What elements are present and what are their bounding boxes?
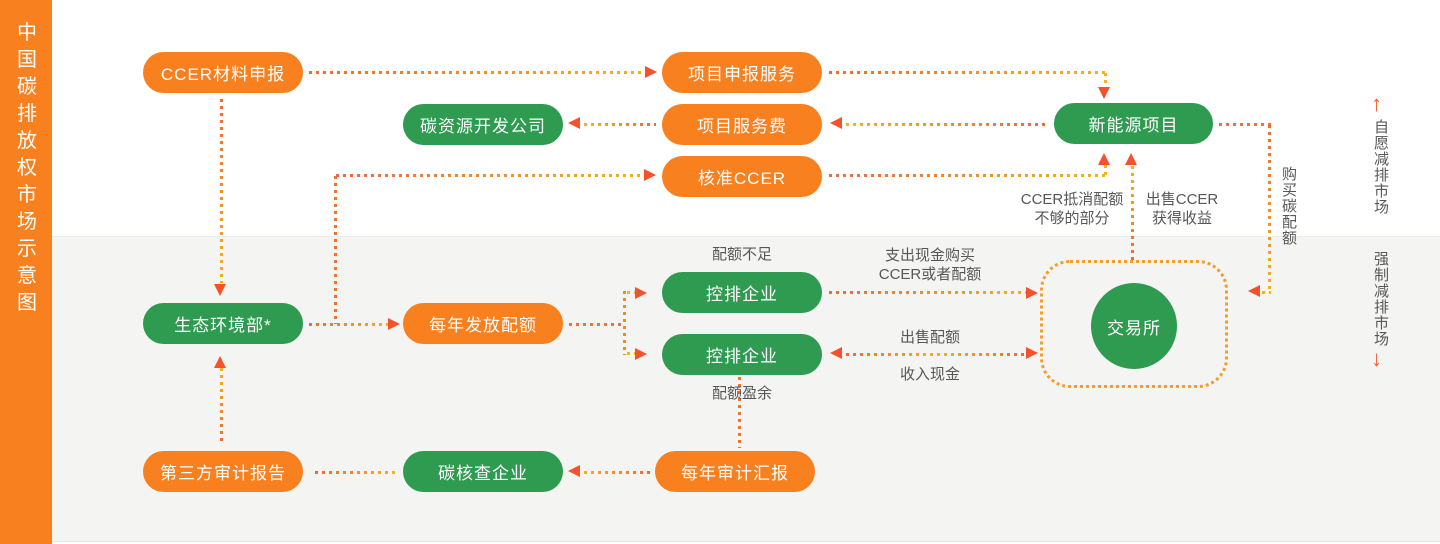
arrowhead-right-icon	[1026, 347, 1038, 359]
node-ccer-material: CCER材料申报	[143, 52, 303, 93]
connector-moee-to-approved-ccer	[336, 174, 644, 177]
connector-project-apply-to-new-energy-v	[1104, 73, 1107, 85]
connector-split-stub-top	[627, 291, 635, 294]
arrowhead-down-icon	[214, 284, 226, 296]
node-approved-ccer: 核准CCER	[662, 156, 822, 197]
connector-moee-to-annual-quota	[309, 323, 388, 326]
arrowhead-left-icon	[568, 117, 580, 129]
arrowhead-down-icon	[1098, 87, 1110, 99]
label-voluntary-market: 自愿减排市场	[1373, 119, 1389, 216]
label-mandatory-market: 强制减排市场	[1373, 251, 1389, 348]
connector-verify-to-third-party	[315, 471, 395, 474]
label-pay-cash-2: CCER或者配额	[878, 266, 982, 283]
connector-controlled1-to-exchange	[829, 291, 1027, 294]
label-buy-quota: 购买碳配额	[1281, 166, 1297, 247]
down-arrow-icon: ↓	[1371, 346, 1382, 371]
exchange-boundary	[1040, 260, 1228, 388]
label-sell-ccer-1: 出售CCER	[1145, 191, 1219, 208]
node-controlled-enterprise-2: 控排企业	[662, 334, 822, 375]
label-sell-quota: 出售配额	[899, 329, 960, 346]
node-third-party-report: 第三方审计报告	[143, 451, 303, 492]
node-controlled-enterprise-1: 控排企业	[662, 272, 822, 313]
arrowhead-up-icon	[214, 356, 226, 368]
connector-project-apply-to-new-energy-h	[829, 71, 1106, 74]
arrowhead-right-icon	[388, 318, 400, 330]
connector-new-energy-to-exchange-v	[1268, 125, 1271, 291]
sidebar: 中国碳排放权市场示意图	[0, 0, 52, 544]
arrowhead-right-icon	[635, 348, 647, 360]
connector-new-energy-to-exchange-h1	[1219, 123, 1271, 126]
connector-new-energy-to-project-fee	[846, 123, 1048, 126]
node-moee: 生态环境部*	[143, 303, 303, 344]
node-project-fee: 项目服务费	[662, 104, 822, 145]
arrowhead-left-icon	[830, 117, 842, 129]
arrowhead-left-icon	[830, 347, 842, 359]
connector-approved-ccer-to-new-energy-v	[1104, 165, 1107, 175]
connector-annual-quota-split-v	[623, 291, 626, 355]
label-quota-short: 配额不足	[711, 246, 772, 263]
node-annual-audit: 每年审计汇报	[655, 451, 815, 492]
arrowhead-left-icon	[1248, 285, 1260, 297]
label-quota-surplus: 配额盈余	[711, 385, 772, 402]
node-annual-quota: 每年发放配额	[403, 303, 563, 344]
arrowhead-right-icon	[645, 66, 657, 78]
node-exchange: 交易所	[1091, 283, 1177, 369]
connector-ccer-material-to-moee	[220, 99, 223, 283]
connector-annual-quota-split-h	[569, 323, 625, 326]
connector-approved-ccer-to-new-energy-h	[829, 174, 1107, 177]
arrowhead-right-icon	[635, 287, 647, 299]
arrowhead-up-icon	[1098, 153, 1110, 165]
connector-project-fee-to-carbon-dev	[584, 123, 656, 126]
node-carbon-dev-company: 碳资源开发公司	[403, 104, 563, 145]
connector-annual-audit-to-verify	[584, 471, 650, 474]
label-pay-cash-1: 支出现金购买	[884, 247, 975, 264]
node-new-energy: 新能源项目	[1054, 103, 1213, 144]
arrowhead-right-icon	[1026, 287, 1038, 299]
arrowhead-up-icon	[1125, 153, 1137, 165]
node-project-apply: 项目申报服务	[662, 52, 822, 93]
connector-controlled2-to-annual-audit	[738, 377, 741, 448]
label-income-cash: 收入现金	[899, 366, 960, 383]
label-ccer-offset-2: 不够的部分	[1034, 210, 1110, 227]
connector-split-stub-bottom	[627, 352, 635, 355]
connector-third-party-to-moee	[220, 368, 223, 445]
label-sell-ccer-2: 获得收益	[1151, 210, 1212, 227]
connector-new-energy-to-exchange-h2	[1262, 291, 1271, 294]
up-arrow-icon: ↑	[1371, 91, 1382, 116]
arrowhead-left-icon	[568, 465, 580, 477]
connector-ccer-material-to-project-apply	[309, 71, 645, 74]
connector-moee-branch-v	[334, 176, 337, 324]
diagram-title: 中国碳排放权市场示意图	[17, 22, 37, 314]
arrowhead-right-icon	[644, 169, 656, 181]
label-ccer-offset-1: CCER抵消配额	[1020, 191, 1124, 208]
node-carbon-verify: 碳核查企业	[403, 451, 563, 492]
connector-controlled2-exchange-both	[846, 353, 1026, 356]
connector-exchange-to-new-energy	[1131, 166, 1134, 260]
